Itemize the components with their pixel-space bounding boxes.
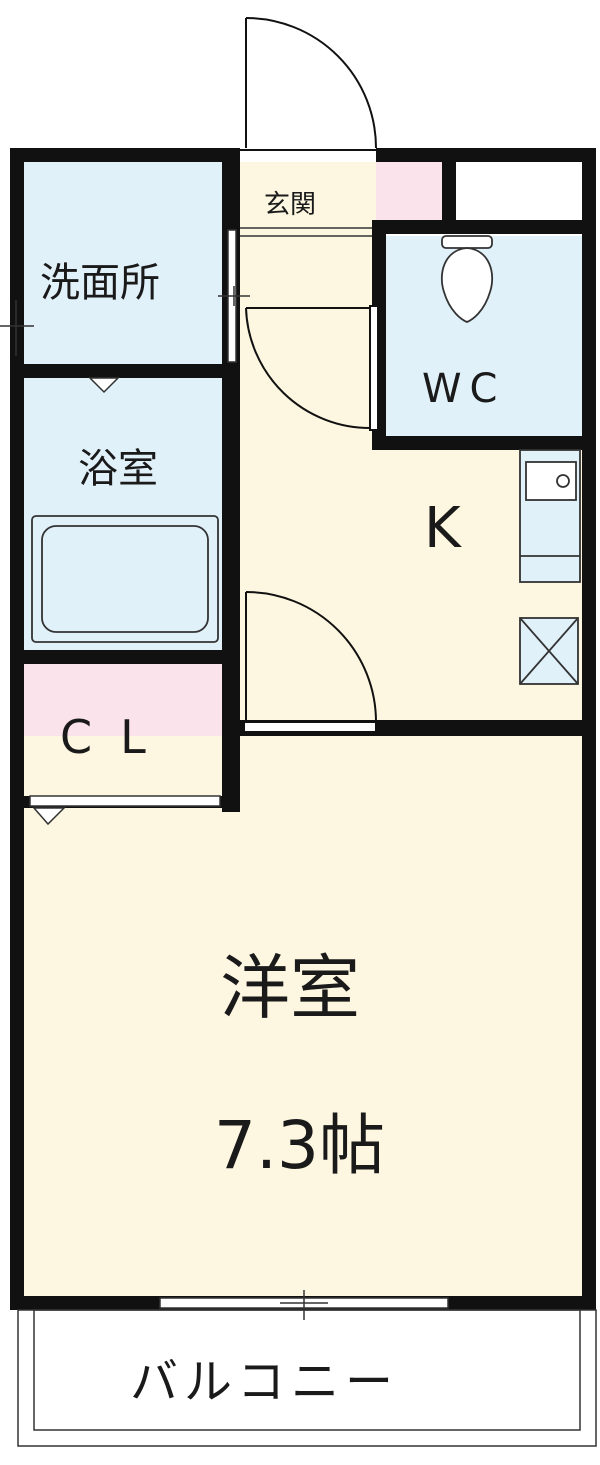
bathtub-icon xyxy=(31,515,219,643)
wc-label: WC xyxy=(422,366,506,412)
storage-box xyxy=(456,162,582,220)
walls xyxy=(10,148,596,1310)
closet-label: CL xyxy=(60,710,174,764)
entrance-step xyxy=(240,227,372,237)
entrance-door xyxy=(240,17,378,151)
entrance-label: 玄関 xyxy=(264,190,317,220)
western-room-size: 7.3帖 xyxy=(214,1107,385,1184)
kitchen-area xyxy=(240,230,582,720)
kitchen-counter xyxy=(519,449,581,583)
bath-door-marker xyxy=(88,377,120,394)
bath-area xyxy=(24,372,230,650)
toilet-icon xyxy=(440,235,494,323)
kitchen-label: K xyxy=(424,496,461,561)
entrance-pink-area xyxy=(376,162,442,220)
western-room-label: 洋室 xyxy=(220,947,360,1029)
left-window-mark xyxy=(0,300,34,356)
balcony-window xyxy=(159,1290,449,1320)
closet-door xyxy=(29,795,221,826)
washroom-door xyxy=(218,229,250,363)
balcony-label: バルコニー xyxy=(130,1354,400,1410)
wc-door xyxy=(245,305,379,431)
room-door xyxy=(243,591,377,733)
western-room-area xyxy=(24,736,582,1296)
fridge-space xyxy=(519,617,579,685)
entrance-area xyxy=(240,162,376,230)
washroom-area xyxy=(24,162,230,368)
bath-label: 浴室 xyxy=(78,446,158,492)
balcony-outline xyxy=(17,1309,597,1447)
washroom-label: 洗面所 xyxy=(40,260,160,306)
